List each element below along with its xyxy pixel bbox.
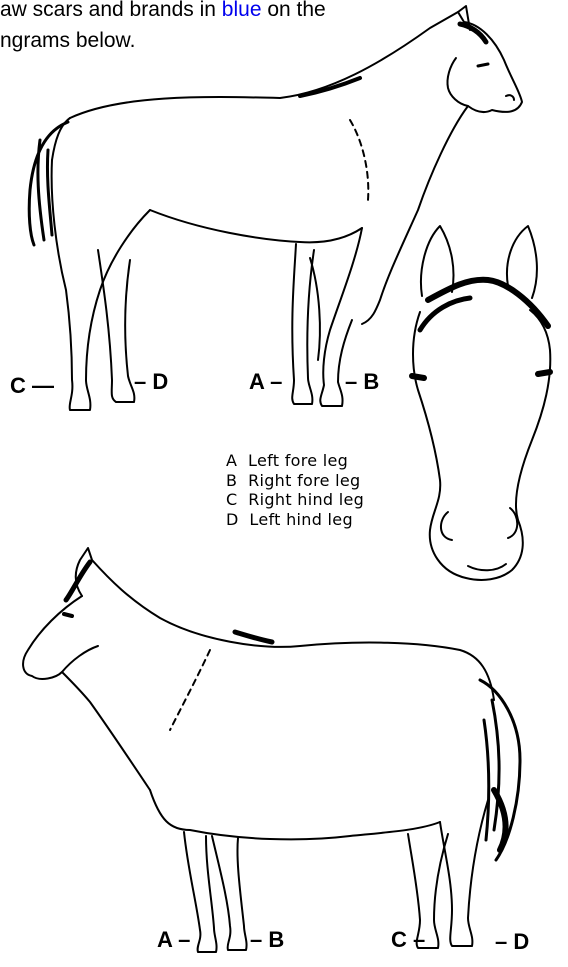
label-bottom-c: C – [391,929,425,951]
legend-item-d: D Left hind leg [226,510,364,530]
legend-label: Left fore leg [248,451,348,470]
label-bottom-a: A – [157,929,190,951]
legend-label: Right fore leg [248,471,360,490]
legend-letter: A [226,451,237,470]
label-top-a: A – [249,371,282,393]
legend-item-a: A Left fore leg [226,451,364,471]
label-top-c: C — [10,375,54,397]
legend-letter: D [226,510,239,529]
horse-right-side-diagram [29,6,522,410]
legend-item-c: C Right hind leg [226,490,364,510]
leg-legend: A Left fore leg B Right fore leg C Right… [226,451,364,529]
label-top-b: – B [345,371,379,393]
label-bottom-b: – B [250,929,284,951]
legend-letter: C [226,490,237,509]
label-top-d: – D [134,371,168,393]
label-bottom-d: – D [495,931,529,953]
legend-label: Left hind leg [249,510,353,529]
legend-letter: B [226,471,237,490]
legend-label: Right hind leg [248,490,364,509]
legend-item-b: B Right fore leg [226,471,364,491]
horse-left-side-diagram [23,548,520,952]
horse-head-front-diagram [412,226,550,580]
